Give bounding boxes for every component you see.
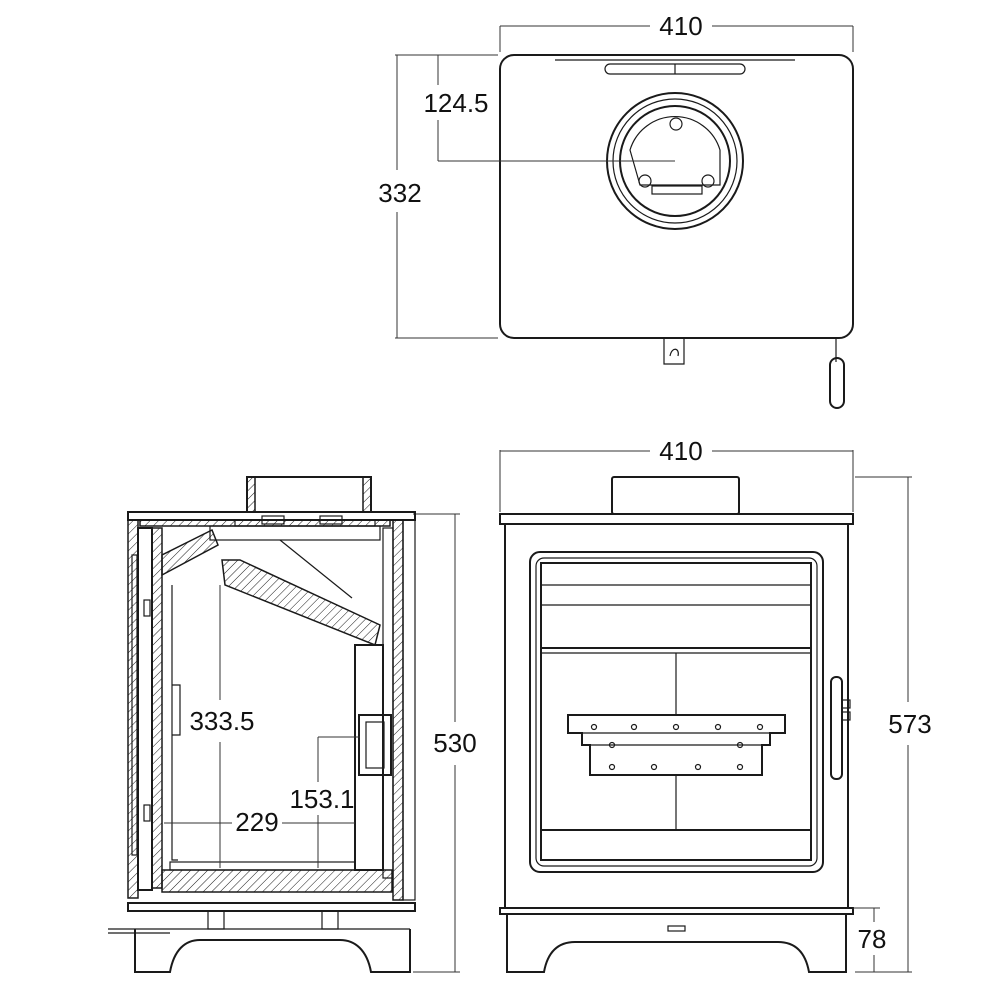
front-height-label: 573 xyxy=(888,709,931,739)
side-height-label: 530 xyxy=(433,728,476,758)
side-rear-offset-label: 153.1 xyxy=(289,784,354,814)
top-view-dimensions xyxy=(395,25,854,339)
top-width-label: 410 xyxy=(659,11,702,41)
side-inner-height-label: 333.5 xyxy=(189,706,254,736)
front-width-label: 410 xyxy=(659,436,702,466)
side-inner-depth-label: 229 xyxy=(235,807,278,837)
top-view xyxy=(499,54,854,409)
dimension-labels: 410 332 124.5 410 573 78 530 333.5 229 1… xyxy=(189,11,931,954)
side-section-dimensions xyxy=(164,585,360,868)
top-depth-label: 332 xyxy=(378,178,421,208)
side-section-view xyxy=(108,476,416,973)
front-view-dimensions xyxy=(413,450,912,973)
front-view xyxy=(499,476,854,973)
leg-height-label: 78 xyxy=(858,924,887,954)
grate-holes xyxy=(590,723,764,771)
top-flue-offset-label: 124.5 xyxy=(423,88,488,118)
